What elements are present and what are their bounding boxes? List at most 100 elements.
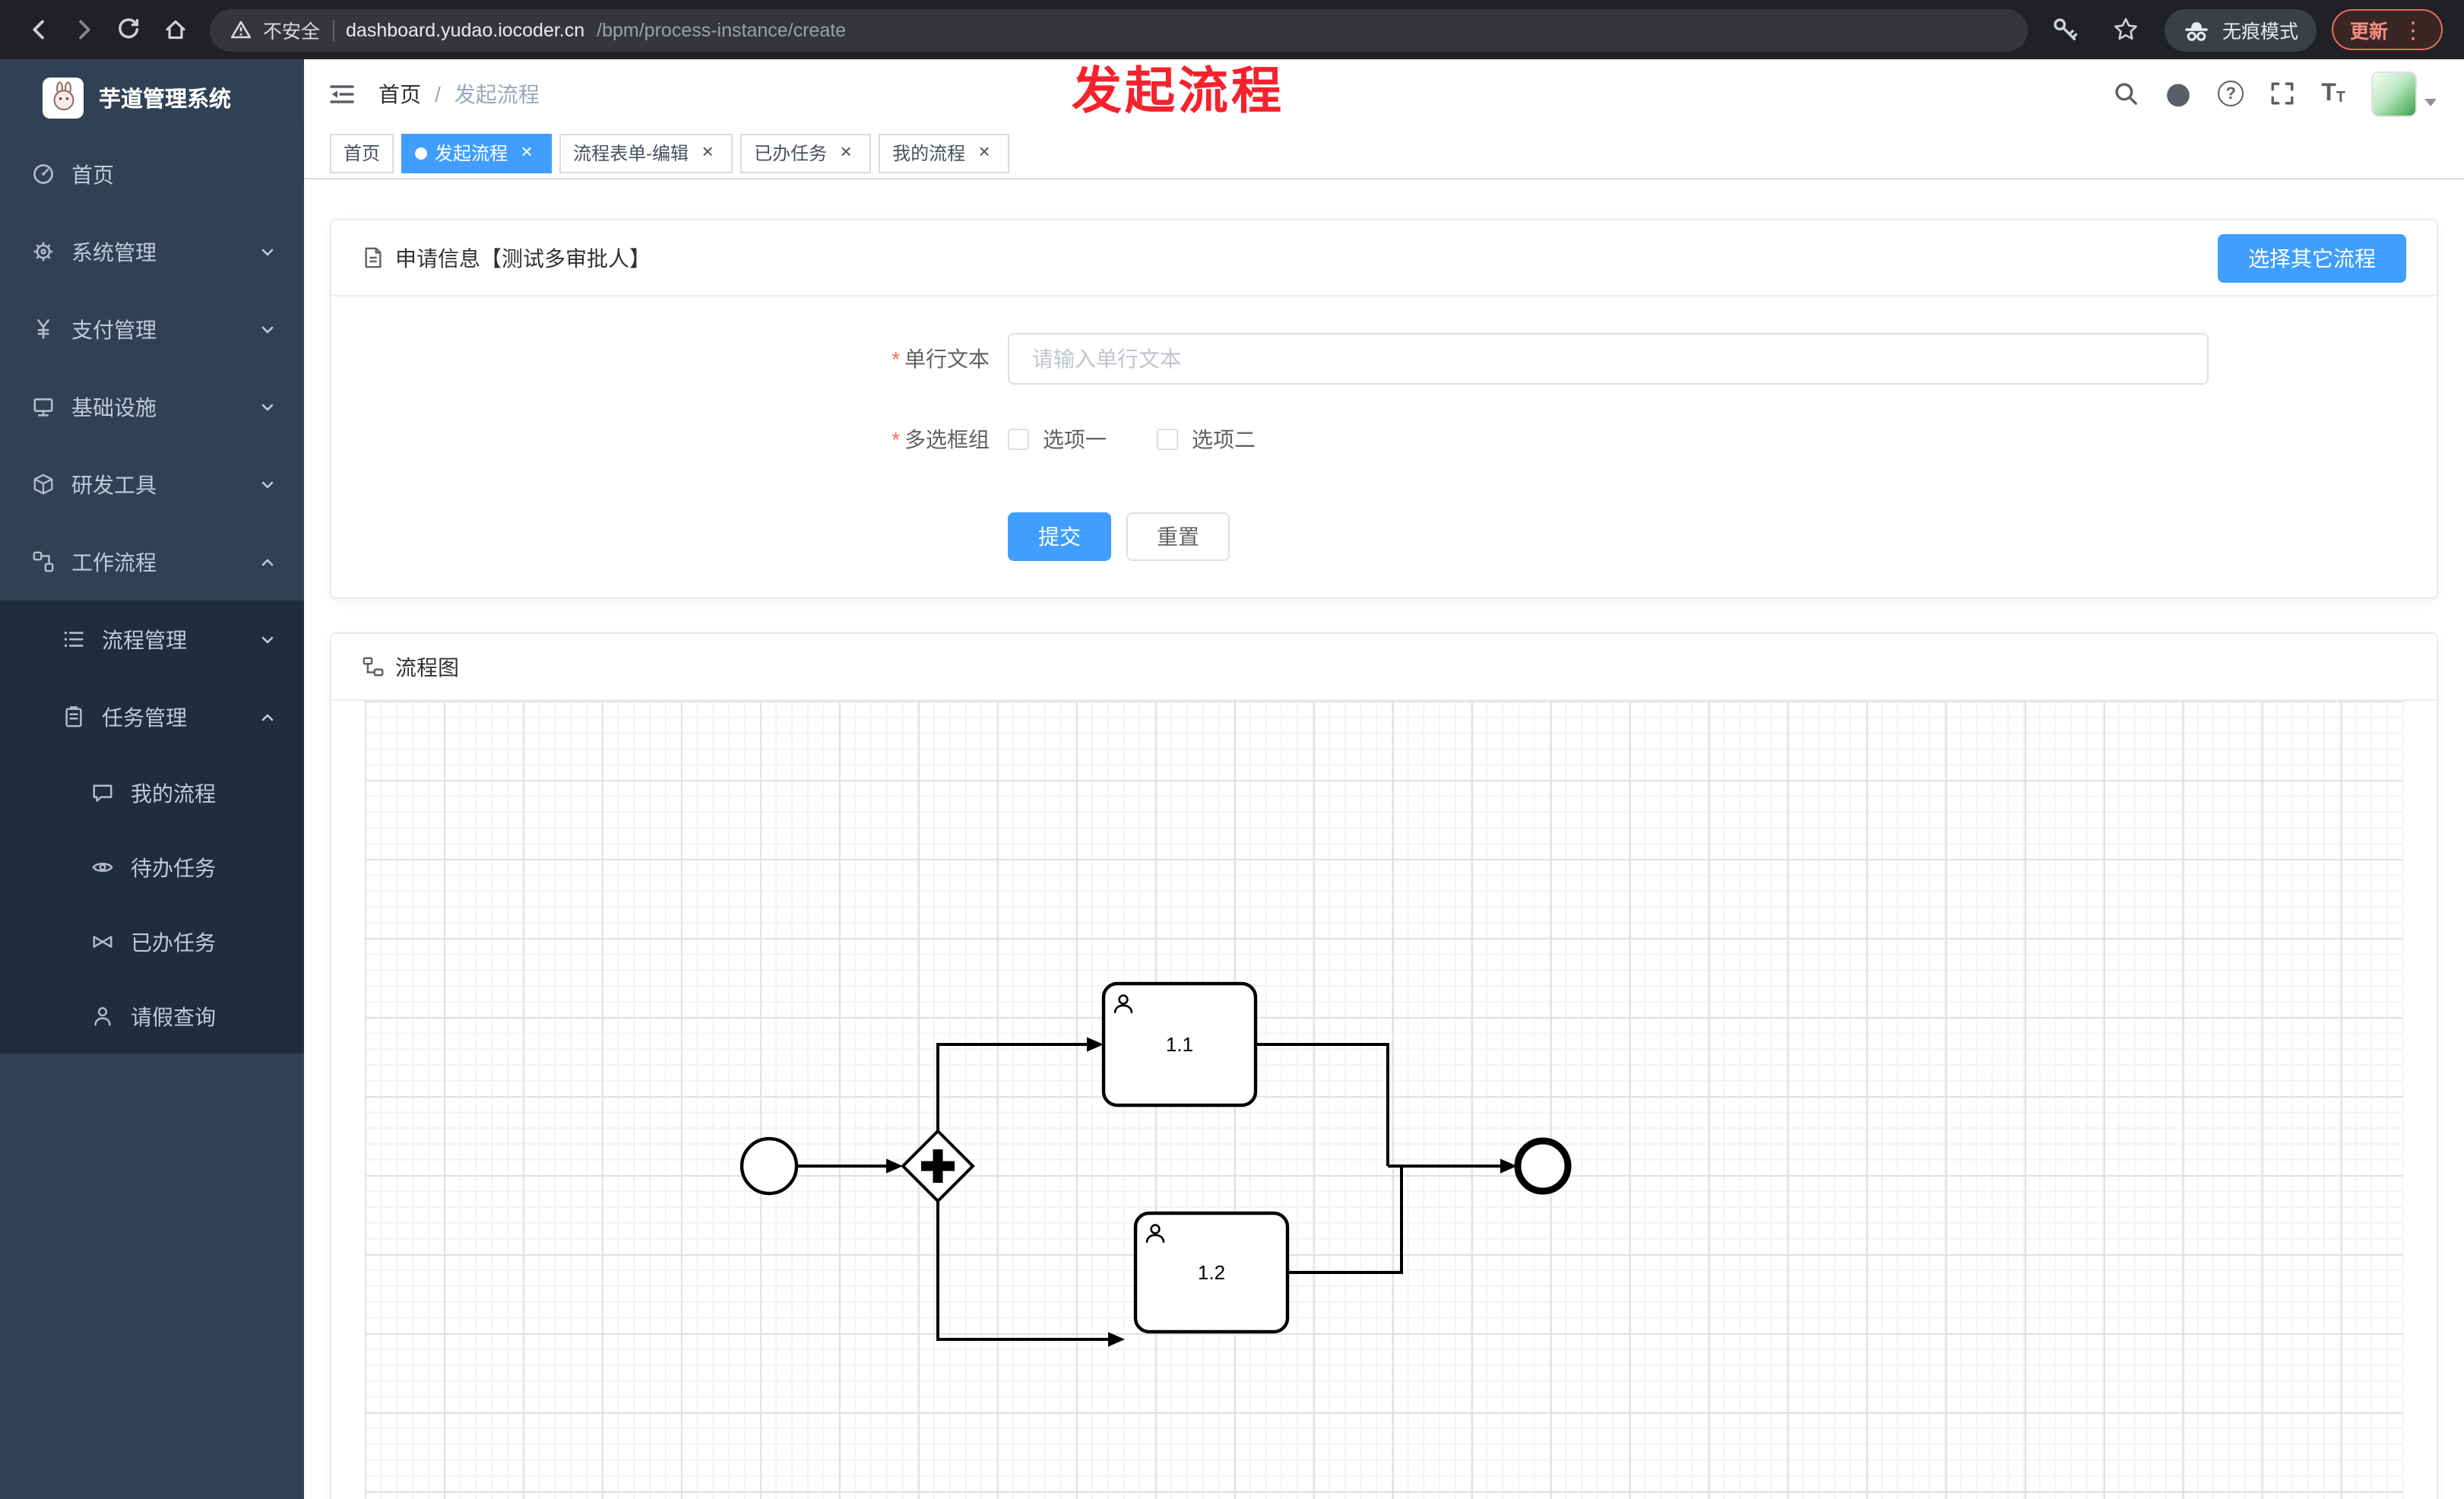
chevron-down-icon (258, 398, 277, 416)
sidebar-item-leave-query[interactable]: 请假查询 (0, 979, 304, 1054)
process-diagram-title: 流程图 (395, 654, 459, 679)
bookmark-star-icon[interactable] (2104, 7, 2149, 52)
not-secure-warning-icon (231, 20, 251, 40)
close-icon[interactable]: × (978, 140, 990, 163)
sidebar-item-label: 研发工具 (71, 472, 157, 496)
parallel-gateway[interactable] (901, 1129, 975, 1203)
update-label: 更新 (2349, 21, 2388, 43)
breadcrumb-separator: / (435, 81, 441, 106)
close-icon[interactable]: × (840, 140, 852, 163)
submit-button[interactable]: 提交 (1008, 512, 1111, 561)
password-key-icon[interactable] (2043, 7, 2089, 52)
checkbox-box[interactable] (1008, 429, 1029, 450)
incognito-icon (2183, 16, 2210, 43)
process-diagram: 1.1 1.2 (740, 981, 1572, 1347)
checkbox-option-1[interactable]: 选项一 (1008, 424, 1107, 455)
address-bar[interactable]: 不安全 dashboard.yudao.iocoder.cn/bpm/proce… (210, 8, 2028, 51)
apply-info-title: 申请信息【测试多审批人】 (395, 246, 651, 270)
sidebar-item-process-management[interactable]: 流程管理 (0, 601, 304, 678)
breadcrumb: 首页 / 发起流程 (378, 78, 540, 109)
user-task-1-2[interactable]: 1.2 (1133, 1211, 1290, 1334)
select-other-process-button[interactable]: 选择其它流程 (2218, 233, 2406, 282)
tab-process-form-edit[interactable]: 流程表单-编辑 × (559, 133, 733, 173)
user-task-1-1[interactable]: 1.1 (1101, 981, 1258, 1108)
user-task-icon (1113, 994, 1133, 1013)
process-diagram-card-header: 流程图 (331, 634, 2437, 701)
apply-info-card: 申请信息【测试多审批人】 选择其它流程 *单行文本 *多选框组 (330, 219, 2438, 599)
single-line-text-label: *单行文本 (892, 347, 990, 371)
search-icon[interactable] (2113, 81, 2139, 106)
sidebar-item-label: 流程管理 (102, 627, 187, 651)
sidebar-item-label: 任务管理 (102, 705, 187, 729)
user-avatar-menu[interactable] (2371, 71, 2437, 116)
workflow-icon (30, 550, 55, 573)
chevron-down-icon (258, 630, 277, 648)
url-path: /bpm/process-instance/create (597, 19, 847, 40)
sidebar-item-workflow[interactable]: 工作流程 (0, 523, 304, 601)
close-icon[interactable]: × (521, 140, 533, 163)
checkbox-option-label: 选项二 (1192, 427, 1256, 452)
sidebar-item-task-management[interactable]: 任务管理 (0, 678, 304, 756)
fullscreen-icon[interactable] (2269, 81, 2295, 106)
single-line-text-row: *单行文本 (331, 333, 2437, 385)
sidebar-item-label: 已办任务 (131, 930, 216, 954)
end-event[interactable] (1514, 1137, 1572, 1195)
tab-done-tasks[interactable]: 已办任务 × (740, 133, 872, 173)
avatar[interactable] (2371, 71, 2417, 116)
single-line-text-input[interactable] (1008, 333, 2209, 385)
browser-back-icon[interactable] (15, 7, 61, 52)
help-icon[interactable]: ? (2218, 81, 2244, 106)
github-icon[interactable] (2165, 80, 2192, 107)
close-icon[interactable]: × (702, 140, 714, 163)
sidebar-item-pending-tasks[interactable]: 待办任务 (0, 830, 304, 905)
start-event[interactable] (740, 1136, 799, 1196)
dashboard-icon (30, 163, 55, 185)
sidebar-item-label: 我的流程 (131, 781, 216, 805)
kebab-menu-icon[interactable]: ⋮ (2402, 17, 2424, 43)
required-asterisk: * (892, 427, 900, 452)
checkbox-box[interactable] (1157, 429, 1178, 450)
bpmn-canvas[interactable]: 1.1 1.2 (365, 701, 2403, 1499)
browser-update-button[interactable]: 更新 ⋮ (2331, 9, 2443, 50)
task-label: 1.2 (1198, 1261, 1225, 1284)
sidebar-item-dev-tools[interactable]: 研发工具 (0, 445, 304, 523)
sidebar-item-done-tasks[interactable]: 已办任务 (0, 905, 304, 979)
chevron-down-icon (258, 320, 277, 338)
flowchart-icon (362, 655, 385, 678)
apply-info-card-header: 申请信息【测试多审批人】 选择其它流程 (331, 220, 2437, 296)
tab-label: 我的流程 (892, 143, 966, 164)
browser-home-icon[interactable] (152, 7, 198, 52)
sidebar-item-system[interactable]: 系统管理 (0, 213, 304, 290)
cube-icon (30, 473, 55, 496)
browser-forward-icon[interactable] (61, 7, 106, 52)
chevron-down-icon (258, 475, 277, 493)
flow-arrowheads (886, 1037, 1517, 1347)
sidebar-item-home[interactable]: 首页 (0, 135, 304, 213)
tab-home[interactable]: 首页 (330, 133, 394, 173)
address-bar-divider (332, 19, 334, 40)
sidebar-collapse-icon[interactable] (328, 80, 356, 107)
tab-my-processes[interactable]: 我的流程 × (879, 133, 1010, 173)
incognito-label: 无痕模式 (2222, 21, 2298, 43)
clipboard-icon (61, 705, 85, 728)
breadcrumb-home[interactable]: 首页 (378, 81, 421, 106)
tab-create-process[interactable]: 发起流程 × (401, 133, 553, 173)
caret-down-icon (2424, 98, 2437, 112)
chevron-up-icon (258, 708, 277, 726)
yen-icon (30, 318, 55, 341)
sidebar-item-label: 基础设施 (71, 395, 157, 419)
sidebar-item-infrastructure[interactable]: 基础设施 (0, 368, 304, 445)
tags-view-bar: 首页 发起流程 × 流程表单-编辑 × 已办任务 × 我的流程 × (304, 128, 2464, 179)
sidebar-item-payment[interactable]: 支付管理 (0, 290, 304, 368)
url-host: dashboard.yudao.iocoder.cn (346, 19, 585, 40)
browser-toolbar: 不安全 dashboard.yudao.iocoder.cn/bpm/proce… (0, 0, 2464, 59)
incognito-mode-badge: 无痕模式 (2164, 8, 2317, 51)
sequence-flows (797, 1043, 1502, 1341)
browser-reload-icon[interactable] (106, 7, 152, 52)
sidebar-item-my-processes[interactable]: 我的流程 (0, 756, 304, 830)
reset-button[interactable]: 重置 (1126, 512, 1230, 561)
checkbox-option-2[interactable]: 选项二 (1157, 424, 1256, 455)
